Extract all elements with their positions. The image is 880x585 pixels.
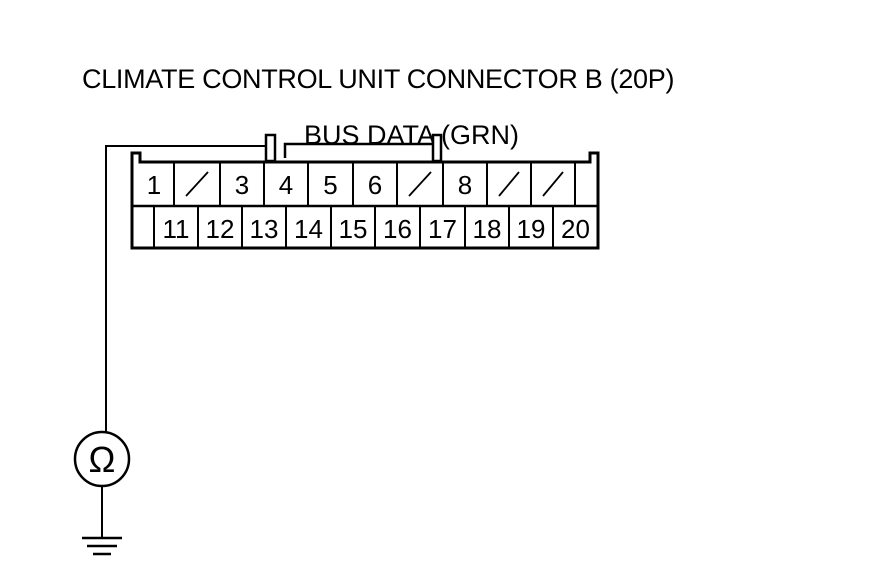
terminal-4-label: 4	[279, 170, 293, 200]
terminal-8-label: 8	[458, 170, 472, 200]
terminal-12-label: 12	[206, 214, 235, 244]
terminal-15-label: 15	[339, 214, 368, 244]
terminal-17-label: 17	[428, 214, 457, 244]
diagram-title: CLIMATE CONTROL UNIT CONNECTOR B (20P)	[82, 64, 675, 94]
test-lead-wire	[105, 145, 266, 432]
connector-bottom-row: 11 12 13 14 15 16 17 18 19 20	[153, 206, 590, 248]
terminal-18-label: 18	[473, 214, 502, 244]
blank-cavity-mark	[408, 171, 432, 197]
terminal-16-label: 16	[383, 214, 412, 244]
terminal-5-label: 5	[323, 170, 337, 200]
terminal-13-label: 13	[250, 214, 279, 244]
bus-data-wire-label: BUS DATA (GRN)	[304, 120, 519, 150]
blank-cavity-mark	[542, 171, 564, 197]
terminal-3-label: 3	[235, 170, 249, 200]
terminal-1-label: 1	[147, 170, 161, 200]
ohmmeter-icon: Ω	[73, 430, 131, 488]
terminal-11-label: 11	[163, 214, 190, 244]
blank-cavity-mark	[185, 171, 209, 197]
terminal-20-label: 20	[561, 214, 590, 244]
connector-outline	[130, 151, 600, 250]
terminal-6-label: 6	[368, 170, 382, 200]
ground-icon	[82, 486, 122, 556]
ohmmeter-symbol: Ω	[89, 439, 116, 480]
terminal-19-label: 19	[517, 214, 546, 244]
bus-data-terminal-probe	[431, 133, 443, 163]
terminal-14-label: 14	[294, 214, 323, 244]
blank-cavity-mark	[498, 171, 520, 197]
meter-probe[interactable]	[264, 133, 277, 163]
